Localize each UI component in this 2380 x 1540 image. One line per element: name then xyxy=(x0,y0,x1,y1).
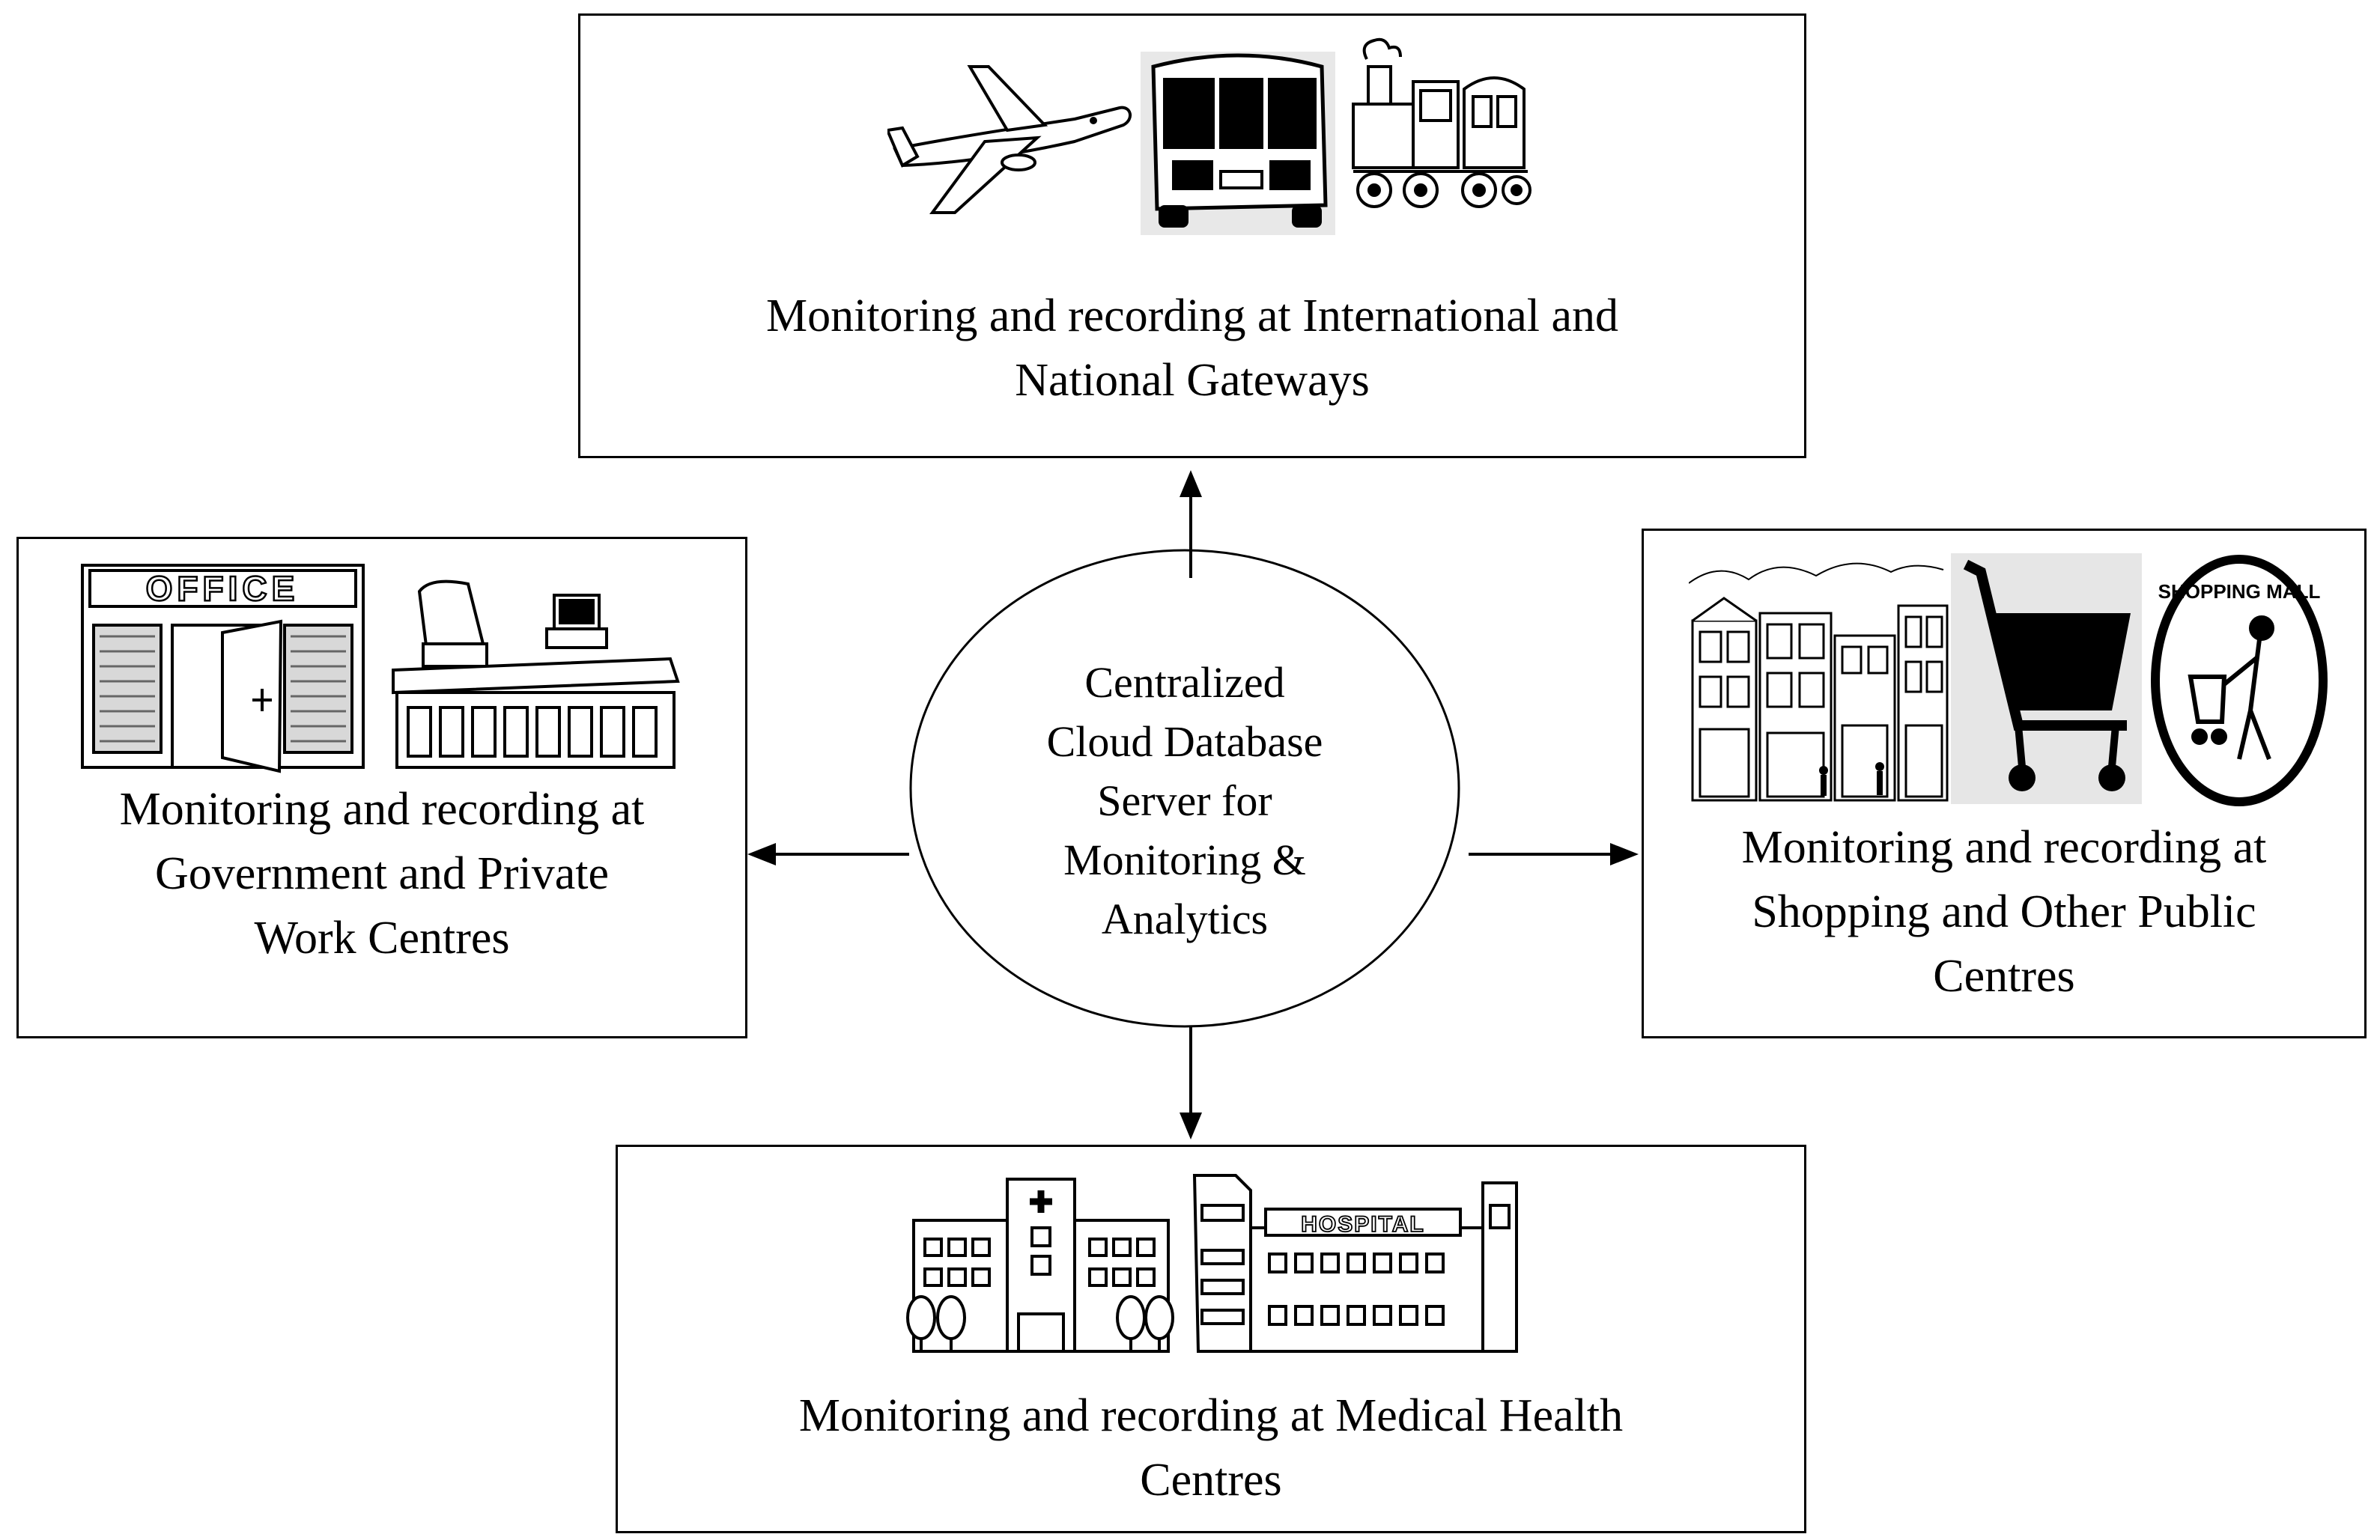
office-building-icon: OFFICE xyxy=(81,564,365,773)
shopping-centres-label: Monitoring and recording at Shopping and… xyxy=(1644,815,2364,1008)
work-centres-icons: OFFICE xyxy=(79,561,693,779)
medical-centres-label: Monitoring and recording at Medical Heal… xyxy=(618,1384,1804,1512)
hub-ellipse xyxy=(909,549,1460,1028)
arrowhead-left xyxy=(747,843,776,865)
hub-line: Server for xyxy=(1097,776,1272,825)
arrowhead-up xyxy=(1180,470,1202,497)
storefronts-icon xyxy=(1689,562,1949,802)
shopping-mall-sign-icon: SHOPPING MALL xyxy=(2151,555,2328,806)
medical-centres-icons: HOSPITAL xyxy=(906,1168,1535,1355)
office-desk-icon xyxy=(392,579,680,769)
gateways-label-line: Monitoring and recording at Internationa… xyxy=(765,290,1619,341)
work-centres-label-line: Work Centres xyxy=(254,913,510,964)
arrowhead-right xyxy=(1610,843,1639,865)
medical-centres-node: HOSPITAL Monitoring and recording at Med… xyxy=(616,1145,1806,1533)
gateways-icons xyxy=(887,37,1531,239)
hub-line: Monitoring & xyxy=(1063,836,1306,884)
shopping-cart-icon xyxy=(1951,553,2142,804)
mall-sign-text: SHOPPING MALL xyxy=(2158,580,2321,603)
hospital-sign-text: HOSPITAL xyxy=(1301,1212,1424,1237)
shopping-centres-label-line: Shopping and Other Public xyxy=(1752,886,2256,937)
shopping-centres-label-line: Centres xyxy=(1933,951,2075,1002)
office-sign-text: OFFICE xyxy=(146,569,300,608)
arrowhead-down xyxy=(1180,1113,1202,1139)
work-centres-label: Monitoring and recording at Government a… xyxy=(19,777,745,970)
train-icon xyxy=(1352,37,1531,208)
shopping-centres-node: SHOPPING MALL Monitoring and recording a… xyxy=(1642,529,2367,1038)
shopping-centres-icons: SHOPPING MALL xyxy=(1689,553,2333,808)
work-centres-node: OFFICE xyxy=(16,537,747,1038)
airplane-icon xyxy=(887,65,1132,214)
gateways-node: Monitoring and recording at Internationa… xyxy=(578,13,1806,458)
bus-icon xyxy=(1141,52,1335,235)
hub-line: Cloud Database xyxy=(1046,717,1323,766)
shopping-centres-label-line: Monitoring and recording at xyxy=(1741,822,2267,873)
hub-line: Analytics xyxy=(1101,895,1269,943)
medical-centres-label-line: Monitoring and recording at Medical Heal… xyxy=(798,1390,1624,1441)
medical-centres-label-line: Centres xyxy=(1140,1455,1282,1506)
hub-label: Centralized Cloud Database Server for Mo… xyxy=(912,653,1457,949)
work-centres-label-line: Government and Private xyxy=(154,848,610,899)
gateways-label: Monitoring and recording at Internationa… xyxy=(580,284,1804,413)
gateways-label-line: National Gateways xyxy=(1015,355,1370,406)
hospital-building-icon: HOSPITAL xyxy=(1192,1174,1518,1353)
hub-line: Centralized xyxy=(1084,658,1285,707)
work-centres-label-line: Monitoring and recording at xyxy=(119,784,645,835)
clinic-building-icon xyxy=(906,1178,1174,1353)
